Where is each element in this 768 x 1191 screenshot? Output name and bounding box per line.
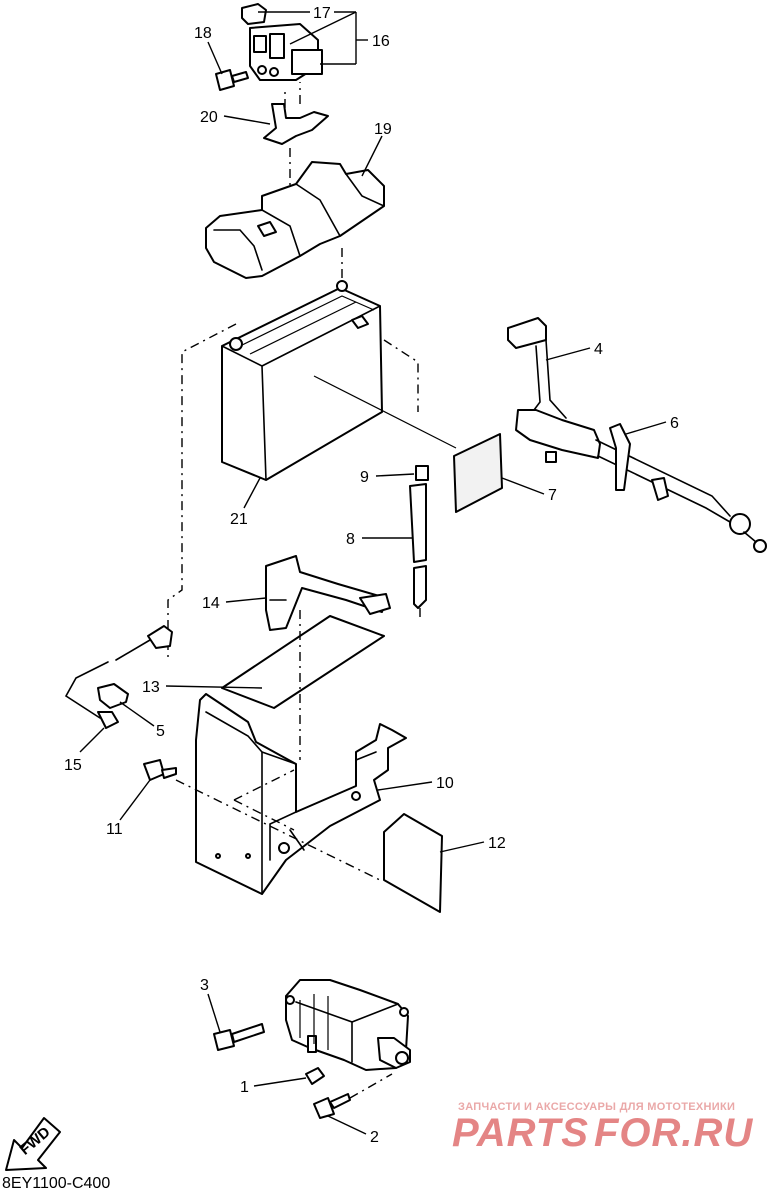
callout-8: 8	[346, 531, 355, 548]
part-o-ring	[305, 1067, 325, 1085]
part-minus-lead	[64, 625, 173, 729]
part-battery-cover	[205, 161, 385, 284]
callout-2: 2	[370, 1129, 379, 1146]
part-battery-sheet	[221, 615, 385, 709]
callout-19: 19	[374, 121, 392, 138]
callout-15: 15	[64, 757, 82, 774]
part-relay	[241, 3, 323, 81]
part-pad-12	[383, 813, 443, 913]
part-bolt-11	[143, 759, 381, 881]
callout-3: 3	[200, 977, 209, 994]
watermark-brand-left: PARTS	[452, 1111, 589, 1155]
part-bolt-3	[213, 1023, 265, 1051]
callout-18: 18	[194, 25, 212, 42]
part-starter-relay-lead	[507, 317, 767, 553]
callout-13: 13	[142, 679, 160, 696]
part-battery-band	[265, 555, 391, 631]
watermark: ЗАПЧАСТИ И АКСЕССУАРЫ ДЛЯ МОТОТЕХНИКИ PA…	[452, 1101, 753, 1155]
callout-1: 1	[240, 1079, 249, 1096]
callout-labels: 17 16 18 20 19 21 4 6 7 9 8 14 13 5 15 1…	[64, 5, 679, 1146]
callout-6: 6	[670, 415, 679, 432]
callout-20: 20	[200, 109, 218, 126]
part-starter-motor	[285, 979, 411, 1071]
part-battery	[221, 280, 457, 481]
callout-16: 16	[372, 33, 390, 50]
callout-14: 14	[202, 595, 220, 612]
callout-5: 5	[156, 723, 165, 740]
callout-7: 7	[548, 487, 557, 504]
callout-4: 4	[594, 341, 603, 358]
diagram-code: 8EY1100-C400	[2, 1175, 110, 1191]
callout-21: 21	[230, 511, 248, 528]
part-breather-hose	[409, 465, 429, 620]
part-pad-7	[453, 433, 503, 513]
leader-lines	[79, 11, 667, 1135]
callout-17: 17	[313, 5, 331, 22]
callout-12: 12	[488, 835, 506, 852]
callout-9: 9	[360, 469, 369, 486]
watermark-brand-right: FOR.RU	[594, 1111, 753, 1155]
part-bolt-18	[215, 69, 249, 91]
fwd-arrow: FWD	[5, 1117, 61, 1171]
part-bolt-2	[313, 1073, 393, 1119]
part-battery-box	[195, 610, 407, 895]
watermark-tagline: ЗАПЧАСТИ И АКСЕССУАРЫ ДЛЯ МОТОТЕХНИКИ	[458, 1101, 735, 1113]
callout-10: 10	[436, 775, 454, 792]
callout-11: 11	[106, 821, 123, 838]
